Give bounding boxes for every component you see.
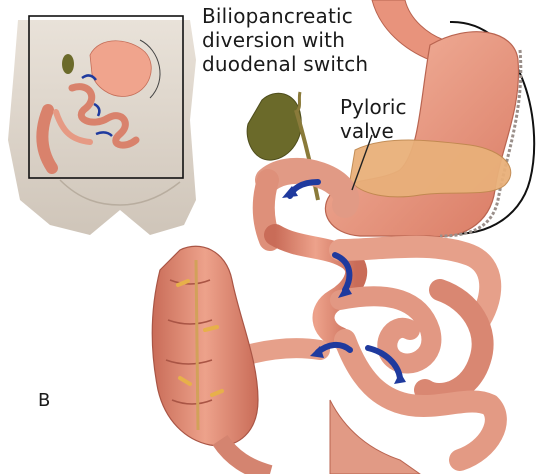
pancreas: [350, 140, 511, 197]
panel-label: B: [38, 390, 50, 411]
overview-inset: [8, 16, 196, 235]
pyloric-valve-label: Pyloric valve: [340, 95, 406, 143]
colon: [152, 246, 258, 446]
inset-gallbladder: [62, 54, 74, 74]
gallbladder: [247, 93, 301, 160]
duodenum: [268, 171, 346, 205]
procedure-title: Biliopancreatic diversion with duodenal …: [202, 4, 368, 76]
